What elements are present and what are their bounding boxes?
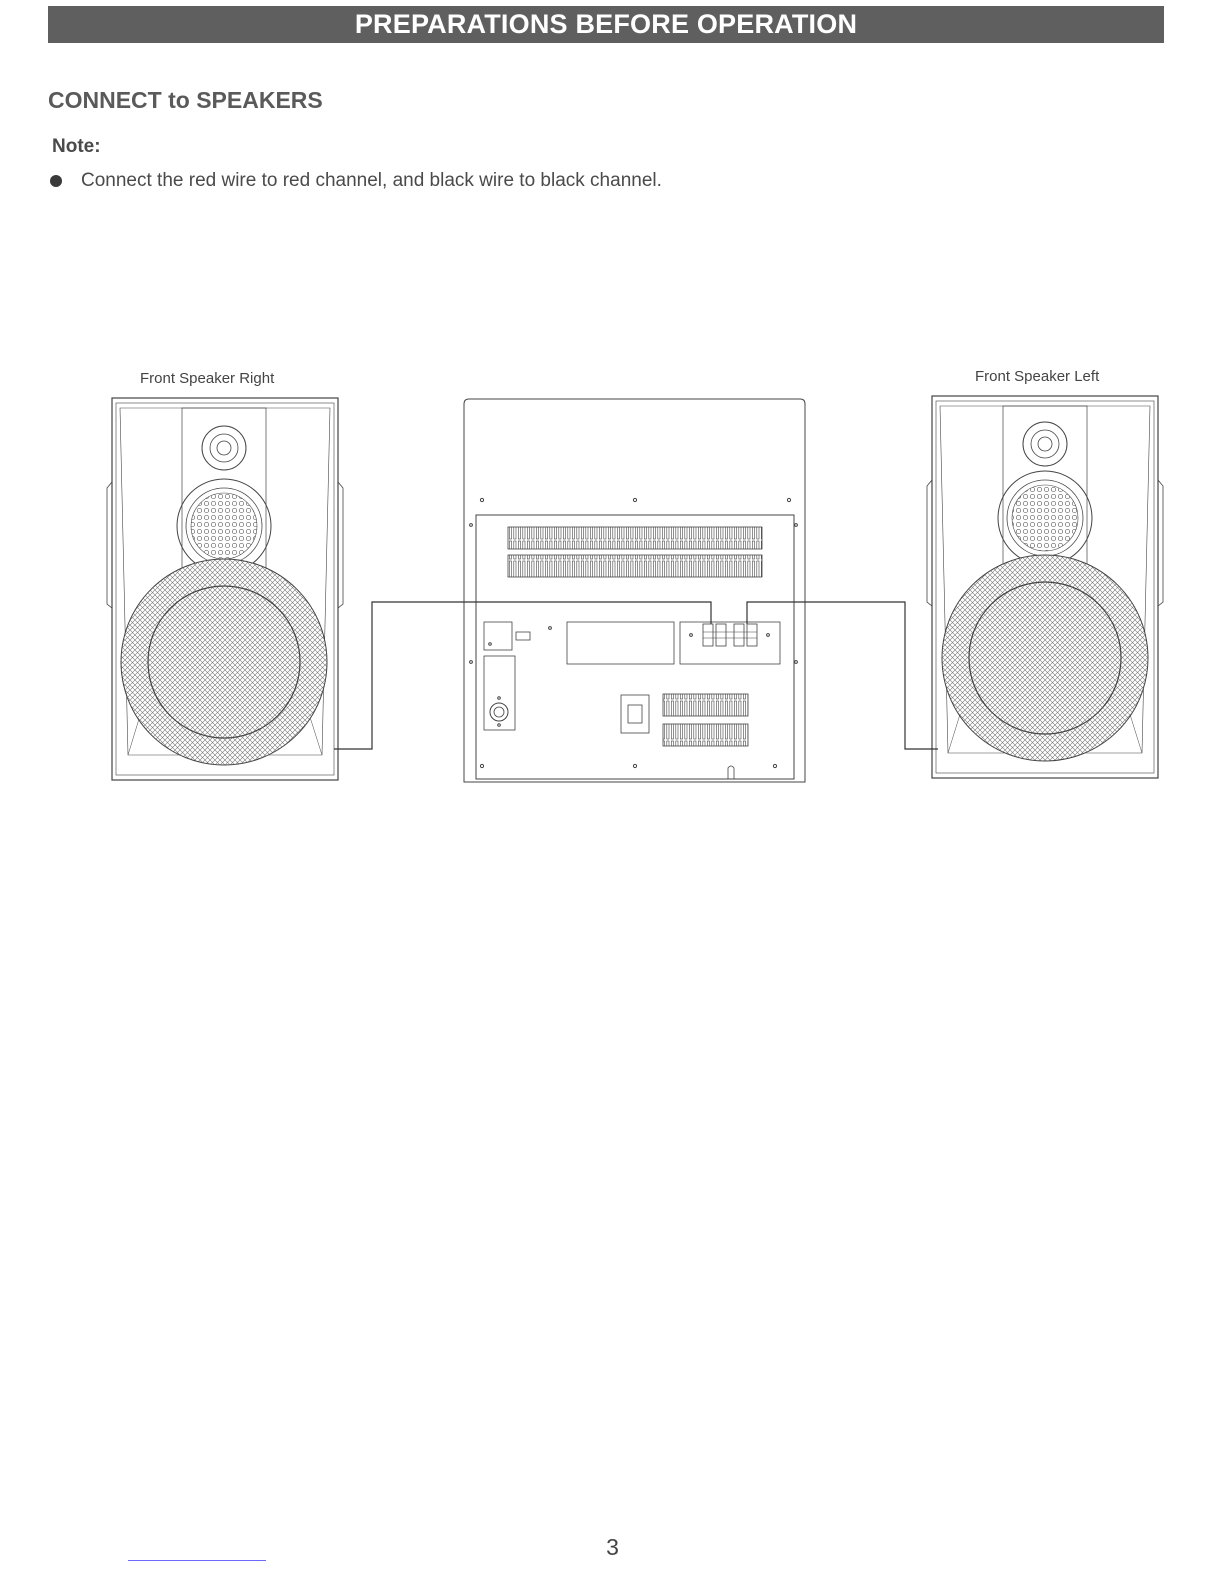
main-unit-rear-panel <box>464 399 805 782</box>
front-speaker-left <box>927 396 1163 778</box>
page-number: 3 <box>0 1534 1225 1561</box>
section-title: CONNECT to SPEAKERS <box>48 87 323 114</box>
front-speaker-right <box>107 398 343 780</box>
footer-divider <box>128 1560 266 1561</box>
bullet-icon <box>50 175 62 187</box>
section-banner: PREPARATIONS BEFORE OPERATION <box>48 6 1164 43</box>
bullet-text: Connect the red wire to red channel, and… <box>81 170 662 192</box>
speaker-wires <box>334 602 938 749</box>
note-label: Note: <box>52 136 101 158</box>
diagram-drawing <box>0 360 1225 800</box>
